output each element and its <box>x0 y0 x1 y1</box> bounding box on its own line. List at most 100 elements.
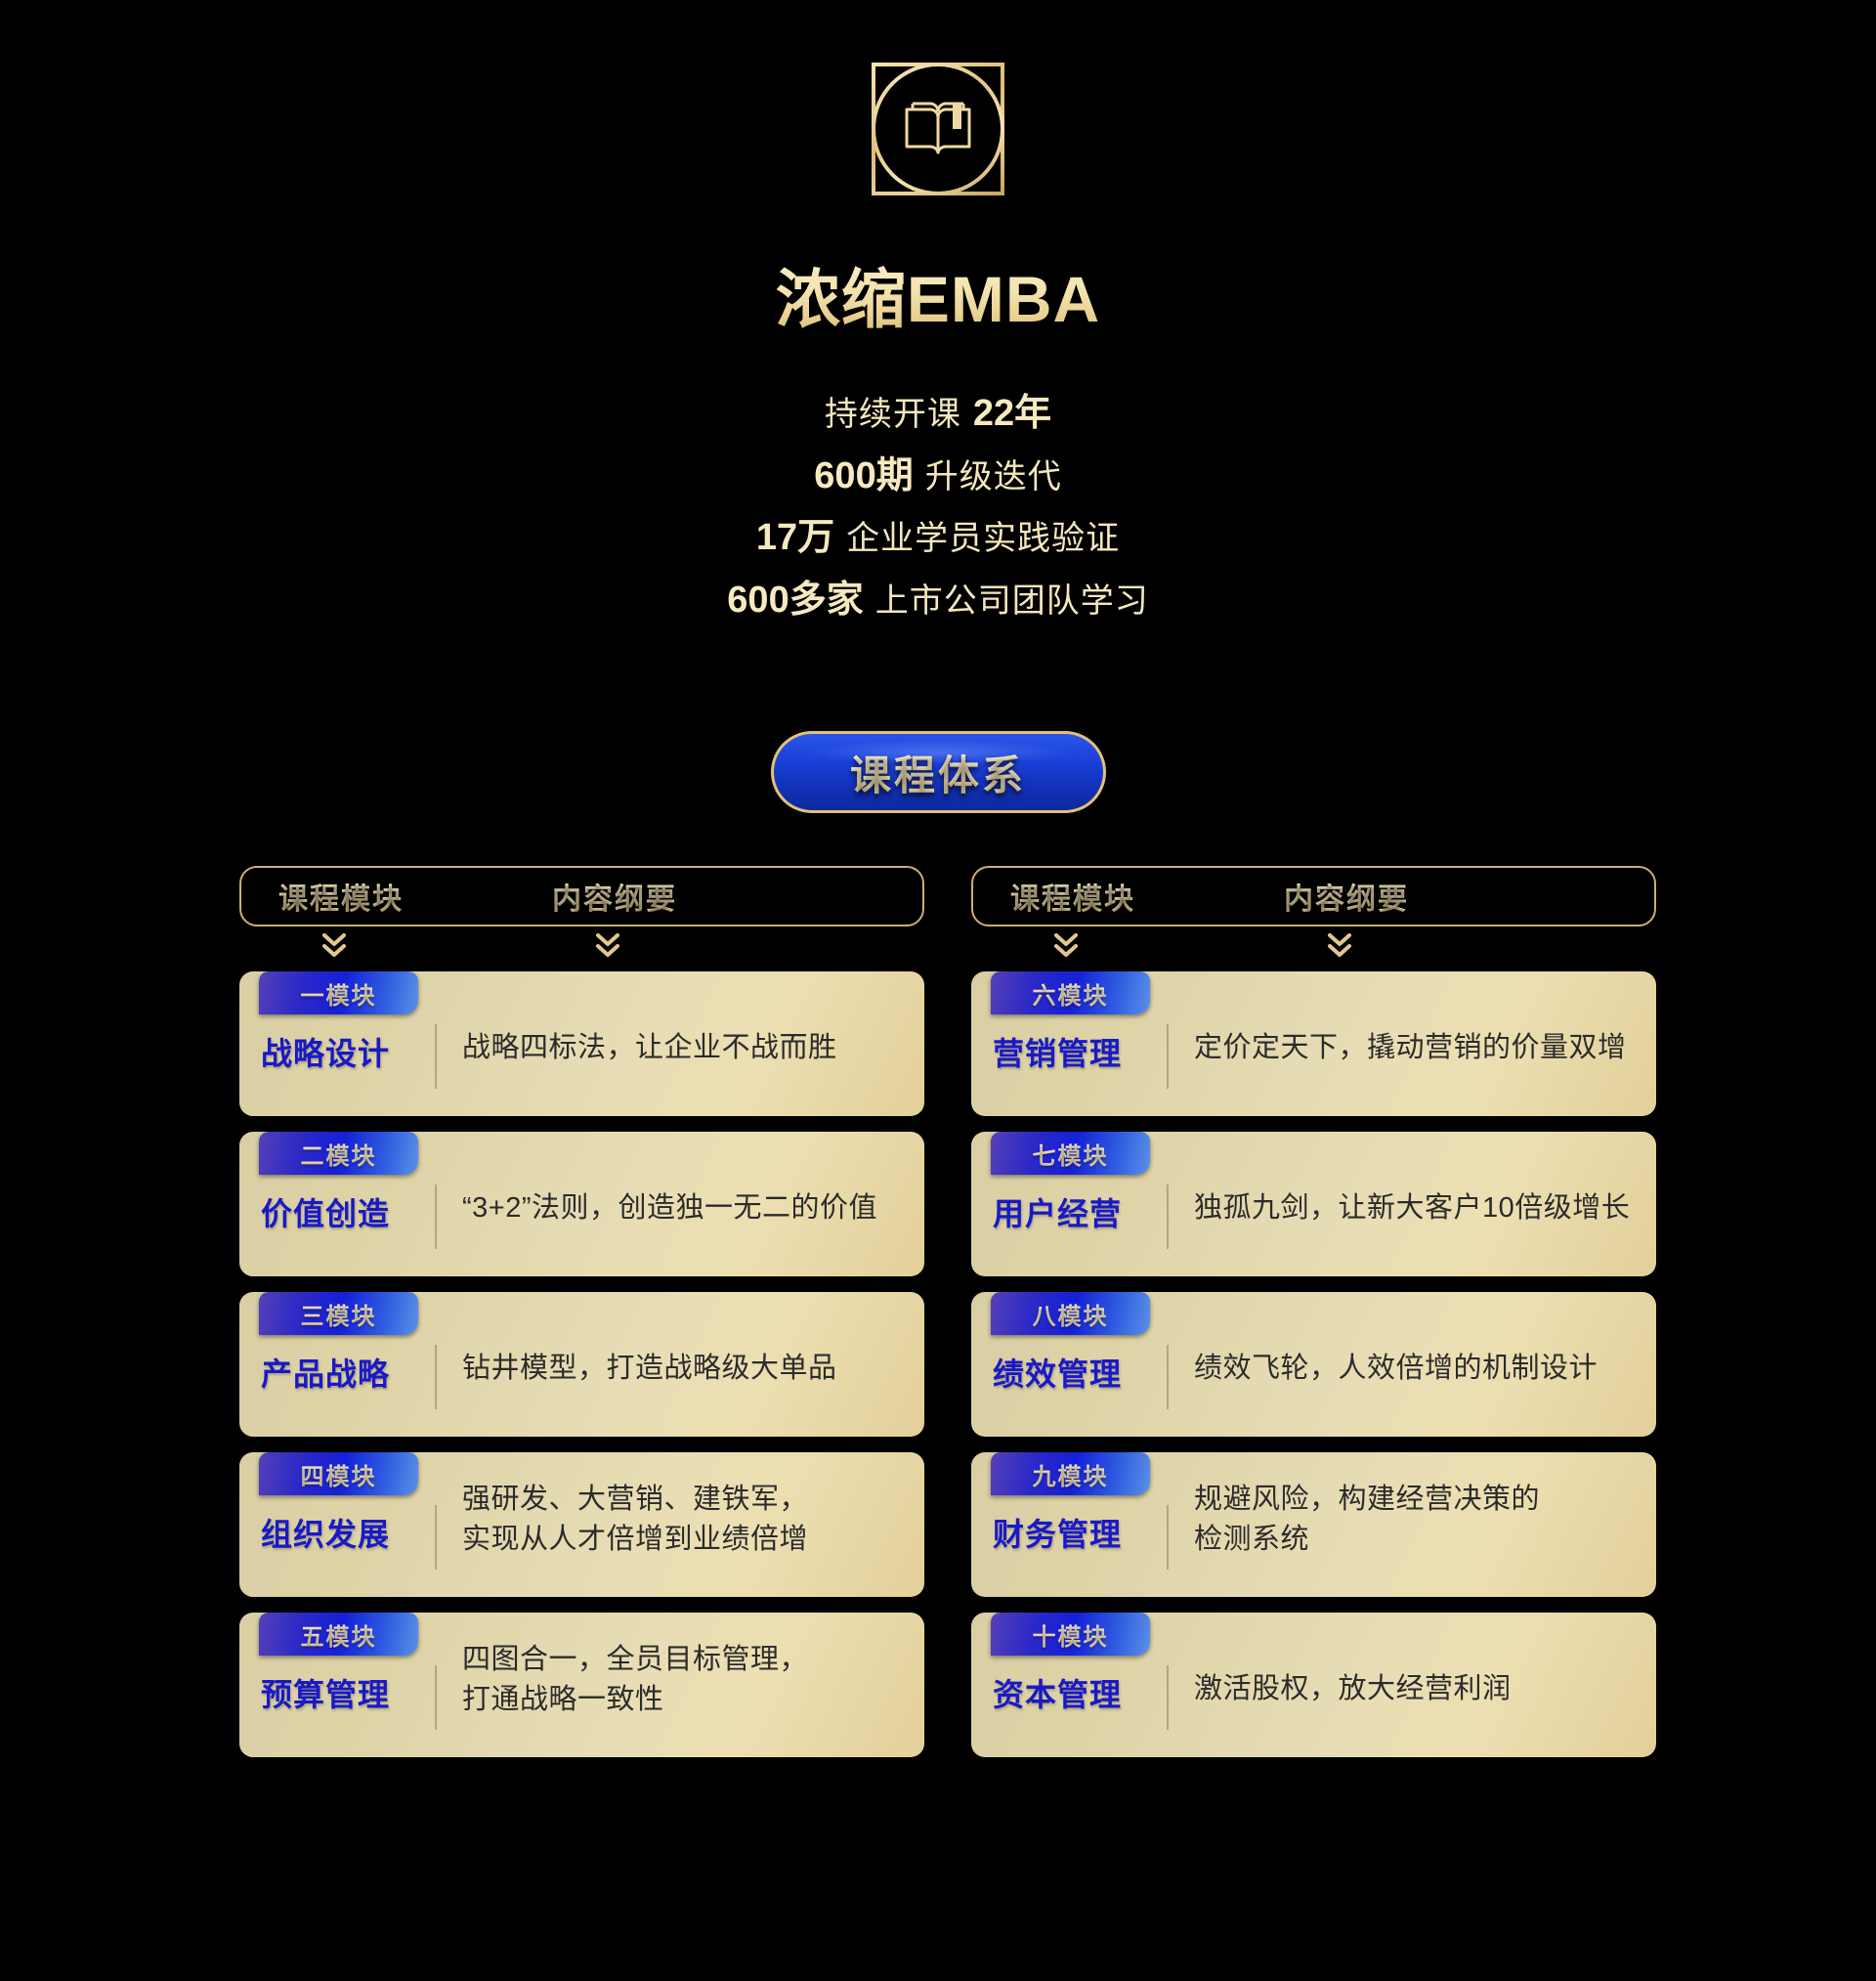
module-description: 战略四标法，让企业不战而胜 <box>437 1022 837 1073</box>
module-title: 用户经营 <box>993 1196 1123 1231</box>
module-description: 钻井模型，打造战略级大单品 <box>437 1343 837 1394</box>
module-card-body: 用户经营 独孤九剑，让新大客户10倍级增长 <box>971 1183 1633 1276</box>
module-title: 预算管理 <box>261 1677 391 1712</box>
module-title: 产品战略 <box>261 1357 391 1392</box>
module-card[interactable]: 二模块 价值创造 “3+2”法则，创造独一无二的价值 <box>239 1132 924 1276</box>
course-system-button[interactable]: 课程体系 <box>770 731 1106 813</box>
module-card-list-right: 六模块 营销管理 定价定天下，撬动营销的价量双增 七模块 <box>971 971 1656 1757</box>
module-description: 强研发、大营销、建铁军， 实现从人才倍增到业绩倍增 <box>437 1480 808 1560</box>
module-card[interactable]: 六模块 营销管理 定价定天下，撬动营销的价量双增 <box>971 971 1656 1116</box>
page-title: 浓缩EMBA <box>0 265 1876 333</box>
module-card-list-left: 一模块 战略设计 战略四标法，让企业不战而胜 二模块 <box>239 971 924 1757</box>
module-badge-label: 一模块 <box>301 976 377 1011</box>
module-card-body: 价值创造 “3+2”法则，创造独一无二的价值 <box>239 1183 901 1276</box>
course-modules-grid: 课程模块 内容纲要 一模块 战略 <box>239 866 1656 1757</box>
module-card[interactable]: 七模块 用户经营 独孤九剑，让新大客户10倍级增长 <box>971 1132 1656 1276</box>
module-badge: 八模块 <box>991 1292 1150 1335</box>
module-divider <box>435 1345 437 1409</box>
module-badge-label: 三模块 <box>301 1297 377 1331</box>
module-title: 绩效管理 <box>993 1357 1123 1392</box>
stat-item: 持续开课 22年 <box>825 391 1051 438</box>
header-outline-label: 内容纲要 <box>552 875 677 918</box>
stat-value: 22年 <box>972 393 1052 434</box>
stat-value: 600期 <box>814 454 914 496</box>
module-card-body: 资本管理 激活股权，放大经营利润 <box>971 1663 1633 1757</box>
module-card-body: 战略设计 战略四标法，让企业不战而胜 <box>239 1022 901 1116</box>
module-description: 绩效飞轮，人效倍增的机制设计 <box>1169 1343 1598 1394</box>
module-title: 价值创造 <box>261 1196 391 1231</box>
module-badge-label: 十模块 <box>1033 1617 1109 1652</box>
module-badge-label: 五模块 <box>301 1617 377 1652</box>
module-title: 财务管理 <box>993 1517 1123 1552</box>
stat-value: 600多家 <box>727 579 864 621</box>
module-badge-label: 六模块 <box>1033 976 1109 1011</box>
chevron-double-down-icon <box>1054 933 1078 957</box>
module-description: 独孤九剑，让新大客户10倍级增长 <box>1169 1183 1630 1233</box>
module-description-line: 定价定天下，撬动营销的价量双增 <box>1194 1032 1627 1064</box>
module-description-line: 战略四标法，让企业不战而胜 <box>462 1032 837 1064</box>
module-description-line: 激活股权，放大经营利润 <box>1194 1673 1512 1705</box>
column-header-right: 课程模块 内容纲要 <box>971 866 1656 926</box>
module-card[interactable]: 四模块 组织发展 强研发、大营销、建铁军， 实现从人才倍增到业绩倍增 <box>239 1452 924 1597</box>
module-card[interactable]: 八模块 绩效管理 绩效飞轮，人效倍增的机制设计 <box>971 1292 1656 1437</box>
module-description-line: 规避风险，构建经营决策的 <box>1194 1484 1541 1515</box>
column-header-chevrons-right <box>971 926 1656 968</box>
header-module-label: 课程模块 <box>278 875 404 918</box>
stat-item: 600期 升级迭代 <box>814 453 1061 500</box>
module-divider <box>1167 1665 1169 1730</box>
module-badge: 十模块 <box>991 1613 1150 1656</box>
module-divider <box>435 1505 437 1570</box>
stat-label-after: 企业学员实践验证 <box>846 520 1121 557</box>
module-divider <box>1167 1024 1169 1089</box>
module-divider <box>1167 1184 1169 1249</box>
column-header-left: 课程模块 内容纲要 <box>239 866 924 926</box>
stat-item: 600多家 上市公司团队学习 <box>727 578 1148 624</box>
module-card[interactable]: 五模块 预算管理 四图合一，全员目标管理， 打通战略一致性 <box>239 1613 924 1757</box>
module-description-line: 实现从人才倍增到业绩倍增 <box>462 1524 809 1556</box>
module-badge-label: 四模块 <box>301 1457 377 1491</box>
module-description-line: “3+2”法则，创造独一无二的价值 <box>462 1192 878 1225</box>
module-card-body: 预算管理 四图合一，全员目标管理， 打通战略一致性 <box>239 1644 901 1757</box>
module-badge: 三模块 <box>259 1292 418 1335</box>
module-title: 战略设计 <box>261 1036 391 1071</box>
stat-label-before: 持续开课 <box>824 396 961 433</box>
module-badge-label: 八模块 <box>1033 1297 1109 1331</box>
module-badge-label: 二模块 <box>301 1137 377 1171</box>
module-card[interactable]: 一模块 战略设计 战略四标法，让企业不战而胜 <box>239 971 924 1116</box>
module-description-line: 强研发、大营销、建铁军， <box>462 1484 809 1515</box>
module-card[interactable]: 十模块 资本管理 激活股权，放大经营利润 <box>971 1613 1656 1757</box>
module-card[interactable]: 三模块 产品战略 钻井模型，打造战略级大单品 <box>239 1292 924 1437</box>
module-divider <box>435 1665 437 1730</box>
module-description: “3+2”法则，创造独一无二的价值 <box>437 1183 877 1233</box>
course-column-right: 课程模块 内容纲要 六模块 营销 <box>971 866 1656 1757</box>
module-description-line: 打通战略一致性 <box>462 1684 664 1716</box>
module-badge: 六模块 <box>991 971 1150 1014</box>
stat-label-after: 上市公司团队学习 <box>874 581 1149 620</box>
module-title: 组织发展 <box>261 1517 391 1552</box>
module-card[interactable]: 九模块 财务管理 规避风险，构建经营决策的 检测系统 <box>971 1452 1656 1597</box>
header-module-label: 课程模块 <box>1010 875 1135 918</box>
header-outline-label: 内容纲要 <box>1284 875 1409 918</box>
course-column-left: 课程模块 内容纲要 一模块 战略 <box>239 866 924 1757</box>
module-description: 定价定天下，撬动营销的价量双增 <box>1169 1022 1627 1073</box>
module-badge: 二模块 <box>259 1132 418 1175</box>
module-title: 营销管理 <box>993 1036 1123 1071</box>
module-card-body: 财务管理 规避风险，构建经营决策的 检测系统 <box>971 1484 1633 1597</box>
section-button-container: 课程体系 <box>0 731 1876 813</box>
module-title: 资本管理 <box>993 1677 1123 1712</box>
stats-list: 持续开课 22年 600期 升级迭代 17万 企业学员实践验证 600多家 上市… <box>0 391 1876 624</box>
module-divider <box>435 1184 437 1249</box>
module-divider <box>435 1024 437 1089</box>
module-description-line: 绩效飞轮，人效倍增的机制设计 <box>1194 1353 1599 1385</box>
column-header-chevrons-left <box>239 926 924 968</box>
module-badge-label: 九模块 <box>1033 1457 1109 1491</box>
module-badge: 五模块 <box>259 1613 418 1656</box>
course-system-button-label: 课程体系 <box>850 743 1026 802</box>
module-description: 四图合一，全员目标管理， 打通战略一致性 <box>437 1640 808 1720</box>
module-card-body: 营销管理 定价定天下，撬动营销的价量双增 <box>971 1022 1633 1116</box>
brand-icon-container <box>0 63 1876 195</box>
chevron-double-down-icon <box>596 933 619 957</box>
module-description-line: 钻井模型，打造战略级大单品 <box>462 1353 837 1385</box>
module-description-line: 独孤九剑，让新大客户10倍级增长 <box>1194 1192 1631 1225</box>
